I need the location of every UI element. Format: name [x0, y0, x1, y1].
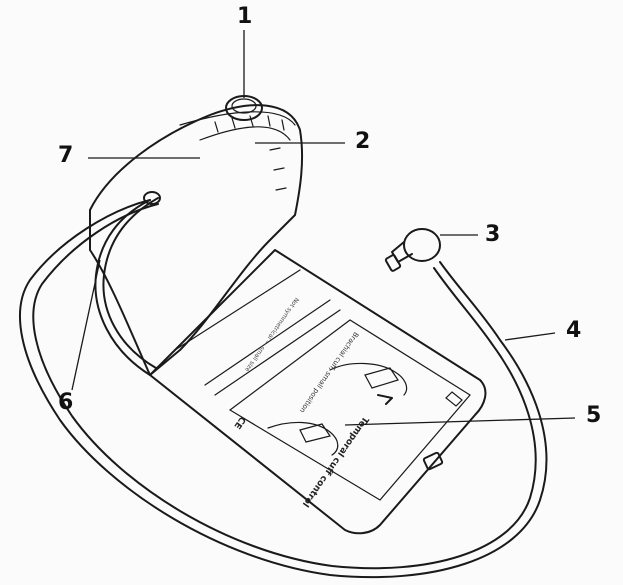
callout-4: 4 [566, 318, 582, 343]
callout-2: 2 [355, 129, 371, 154]
callout-7: 7 [58, 143, 74, 168]
air-tube [19, 199, 548, 579]
cuff-panel [149, 249, 487, 535]
callout-6: 6 [58, 390, 74, 415]
index-scale [214, 115, 287, 191]
inner-tube [94, 199, 151, 376]
cuff-sleeve [89, 104, 304, 376]
callout-5: 5 [586, 403, 602, 428]
callout-3: 3 [485, 222, 501, 247]
hose-connector [384, 228, 441, 272]
callout-1: 1 [237, 4, 253, 29]
